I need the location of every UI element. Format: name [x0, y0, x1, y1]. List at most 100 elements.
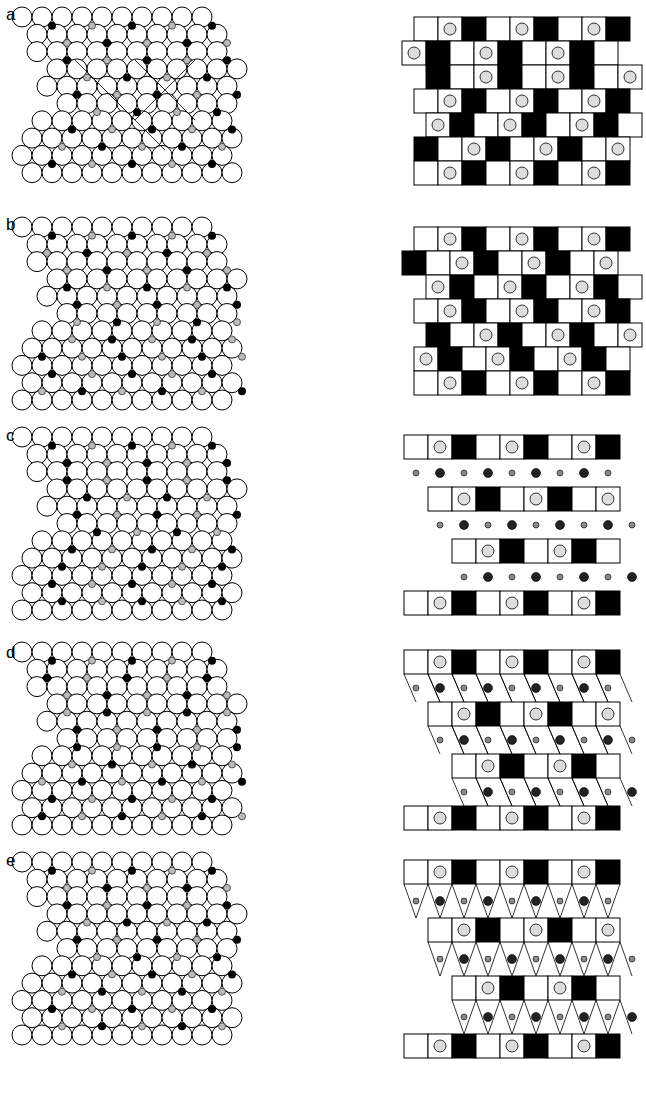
cation-grey [144, 692, 151, 699]
interlayer-cation-large [436, 684, 445, 693]
cation-grey [219, 143, 226, 150]
site-circle [602, 708, 614, 720]
octahedron-square [476, 487, 500, 511]
cation-black [163, 494, 171, 502]
site-circle [432, 119, 444, 131]
octahedron-square [428, 591, 452, 615]
anion-sphere [52, 390, 72, 410]
site-circle [564, 353, 576, 365]
octahedron-square [476, 1034, 500, 1058]
anion-sphere [12, 1025, 32, 1045]
cation-black [223, 476, 231, 484]
interlayer-cation-small [581, 956, 587, 962]
octahedron-square [500, 1034, 524, 1058]
anion-sphere [152, 1025, 172, 1045]
cation-grey [64, 709, 71, 716]
site-circle [530, 708, 542, 720]
octahedron-square [476, 539, 500, 563]
cation-black [38, 353, 46, 361]
cation-grey [119, 778, 126, 785]
cation-grey [104, 284, 111, 291]
cation-black [198, 353, 206, 361]
cation-black [48, 442, 56, 450]
octahedron-square [572, 435, 596, 459]
anion-sphere [32, 531, 52, 551]
site-circle [434, 656, 446, 668]
parallelogram-link [548, 778, 584, 806]
cation-grey [154, 319, 161, 326]
octahedron-square [426, 251, 450, 275]
interlayer-cation-small [509, 789, 515, 795]
octahedron-square [428, 487, 452, 511]
cation-grey [194, 301, 201, 308]
cation-black [143, 56, 151, 64]
octahedron-square [476, 754, 500, 778]
octahedron-square [500, 487, 524, 511]
cation-black [48, 160, 56, 168]
octahedron-square [524, 976, 548, 1000]
cation-black [203, 919, 211, 927]
cation-black [43, 674, 51, 682]
parallelogram-link [524, 726, 560, 754]
cation-black [83, 249, 91, 257]
interlayer-cation-small [605, 574, 611, 580]
interlayer-cation-small [557, 685, 563, 691]
cation-grey [169, 657, 176, 664]
site-circle [506, 441, 518, 453]
octahedron-square [414, 347, 438, 371]
octahedron-square [474, 251, 498, 275]
anion-sphere [132, 815, 152, 835]
site-circle [444, 377, 456, 389]
octahedron-square [414, 227, 438, 251]
cation-grey [159, 353, 166, 360]
interlayer-cation-small [557, 898, 563, 904]
cation-black [108, 335, 116, 343]
octahedron-square [500, 918, 524, 942]
site-circle [468, 143, 480, 155]
cation-black [118, 812, 126, 820]
cation-grey [114, 744, 121, 751]
interlayer-cation-small [557, 574, 563, 580]
site-circle [506, 597, 518, 609]
site-circle [420, 353, 432, 365]
cation-grey [184, 459, 191, 466]
anion-sphere [112, 600, 132, 620]
interlayer-cation-small [629, 956, 635, 962]
anion-sphere [12, 565, 32, 585]
site-circle [444, 95, 456, 107]
cation-grey [194, 744, 201, 751]
parallelogram-link [452, 674, 488, 702]
cation-grey [179, 563, 186, 570]
octahedron-square [486, 161, 510, 185]
octahedron-square [522, 41, 546, 65]
cation-black [143, 284, 151, 292]
site-circle [578, 866, 590, 878]
anion-sphere [22, 1008, 42, 1028]
cation-black [73, 936, 81, 944]
cation-black [123, 674, 131, 682]
octahedron-square [572, 591, 596, 615]
cation-grey [224, 692, 231, 699]
interlayer-cation-small [557, 1014, 563, 1020]
octahedron-square [546, 41, 570, 65]
octahedron-square [606, 347, 630, 371]
octahedron-square [414, 161, 438, 185]
octahedron-square [476, 806, 500, 830]
cation-grey [149, 761, 156, 768]
interlayer-cation-large [460, 955, 469, 964]
site-circle [554, 545, 566, 557]
cation-grey [64, 692, 71, 699]
cation-black [228, 125, 236, 133]
octahedron-square [582, 137, 606, 161]
anion-sphere [212, 390, 232, 410]
octahedron-square [486, 17, 510, 41]
octahedron-square [510, 17, 534, 41]
cation-grey [144, 884, 151, 891]
cation-black [103, 39, 111, 47]
interlayer-cation-small [461, 898, 467, 904]
cation-black [133, 953, 141, 961]
site-circle [588, 23, 600, 35]
cation-grey [234, 319, 241, 326]
parallelogram-link [596, 778, 632, 806]
cation-grey [194, 936, 201, 943]
